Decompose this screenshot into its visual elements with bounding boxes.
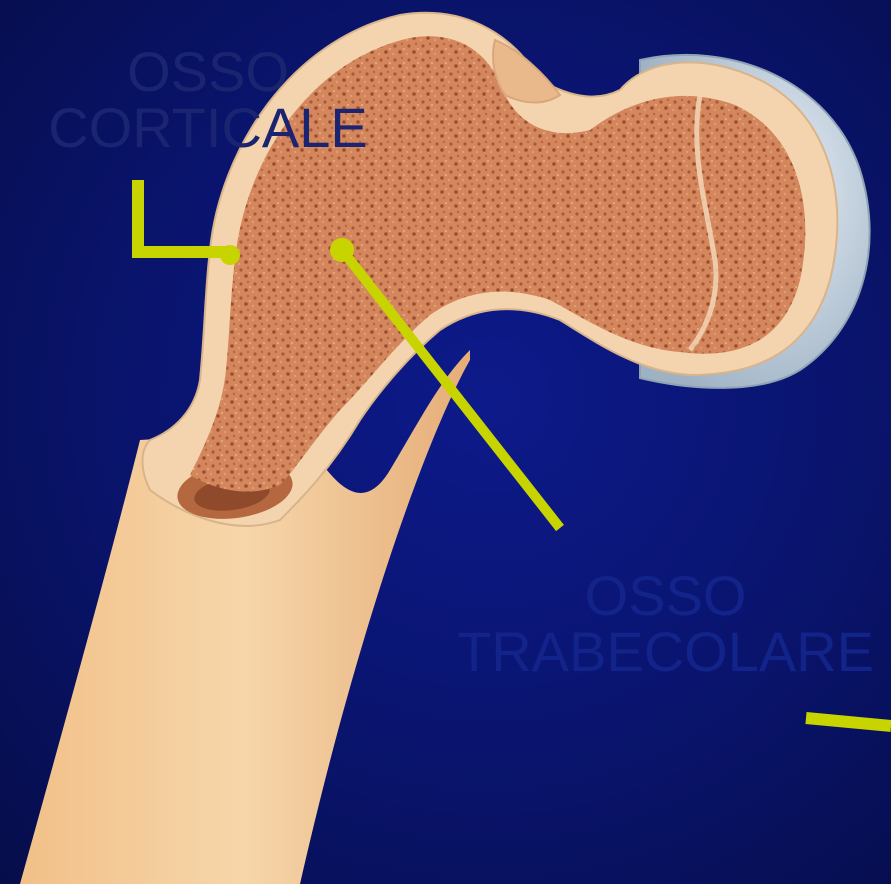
- label-cortical-bone: OSSO CORTICALE: [28, 44, 388, 156]
- label-trabecular-line1: OSSO: [440, 568, 891, 624]
- pointer-stub: [806, 718, 891, 726]
- label-cortical-line1: OSSO: [28, 44, 388, 100]
- label-cortical-line2: CORTICALE: [28, 100, 388, 156]
- label-trabecular-line2: TRABECOLARE: [440, 624, 891, 680]
- label-trabecular-bone: OSSO TRABECOLARE: [440, 568, 891, 680]
- trochanter-notch: [493, 40, 560, 103]
